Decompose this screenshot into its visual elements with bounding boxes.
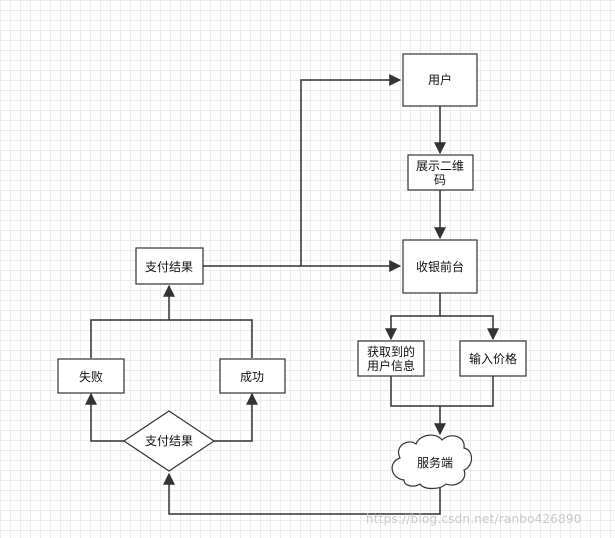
pay-result-decision-label: 支付结果: [145, 434, 193, 448]
input-price-label: 输入价格: [469, 351, 517, 366]
edge-price-to-server: [434, 376, 494, 436]
fail-label: 失败: [79, 369, 103, 384]
get-user-info-box: [357, 340, 425, 377]
cashier-box: [402, 239, 478, 294]
watermark: https://blog.csdn.net/ranbo426890: [366, 512, 582, 526]
cashier-label: 收银前台: [416, 259, 464, 274]
get-user-info-label-line1: 获取到的: [367, 344, 415, 359]
get-user-info-label-line2: 用户信息: [367, 358, 415, 373]
edge-decision-to-success: [214, 392, 258, 442]
edge-userinfo-to-server: [390, 376, 440, 407]
input-price-box: [459, 340, 527, 377]
edge-decision-to-fail: [85, 392, 124, 442]
pay-result-box: [135, 247, 204, 285]
edge-success-merge: [163, 284, 253, 358]
pay-result-decision: [122, 410, 216, 472]
server-label: 服务端: [417, 455, 453, 470]
pay-result-box-label: 支付结果: [145, 260, 193, 274]
show-qr-label-line1: 展示二维: [416, 159, 464, 173]
edge-cashier-split-to-userinfo: [385, 293, 441, 341]
edge-cashier-split-to-price: [440, 315, 499, 341]
show-qr-box: [407, 154, 474, 191]
success-box: [219, 358, 286, 394]
user-box: [402, 53, 478, 107]
user-label: 用户: [428, 72, 452, 87]
show-qr-label-line2: 码: [434, 173, 446, 187]
success-label: 成功: [240, 370, 264, 384]
edge-fail-merge: [90, 319, 169, 358]
edge-payresult-to-user: [300, 74, 402, 266]
fail-box: [57, 358, 125, 394]
edge-server-to-decision: [163, 472, 441, 515]
server-cloud: [391, 434, 473, 490]
